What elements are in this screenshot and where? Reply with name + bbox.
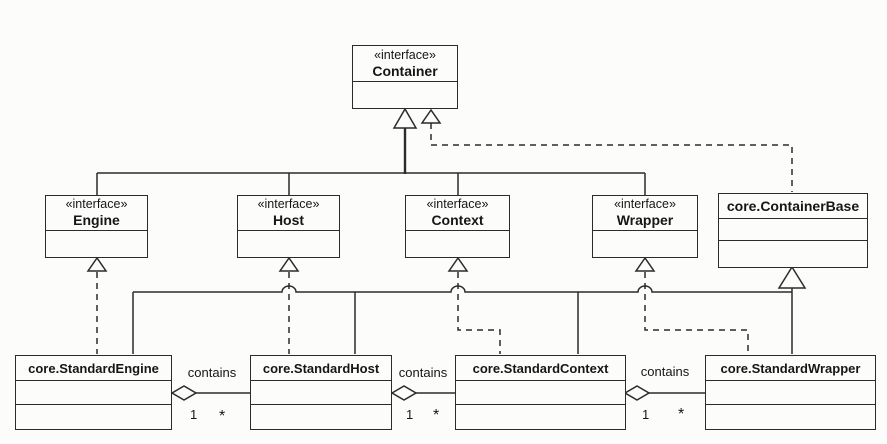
realization-containerbase-line xyxy=(430,123,793,192)
class-name: core.StandardEngine xyxy=(28,360,159,376)
generalization-interfaces-tree xyxy=(96,172,646,196)
multiplicity-target-2: * xyxy=(433,407,440,424)
operations-compartment xyxy=(251,404,391,429)
class-name: core.ContainerBase xyxy=(726,197,860,214)
class-name: core.StandardContext xyxy=(472,360,609,376)
operations-compartment xyxy=(719,240,867,267)
class-box-host: «interface» Host xyxy=(237,195,340,258)
class-header: core.StandardWrapper xyxy=(706,356,875,381)
attributes-compartment xyxy=(251,381,391,404)
multiplicity-target-1: * xyxy=(219,408,226,425)
attributes-compartment xyxy=(46,231,147,257)
generalization-arrow-container xyxy=(392,107,418,129)
attributes-compartment xyxy=(406,231,509,257)
class-header: «interface» Wrapper xyxy=(593,196,697,231)
operations-compartment xyxy=(706,404,875,429)
class-box-standardengine: core.StandardEngine xyxy=(15,355,172,430)
stereotype-label: «interface» xyxy=(374,47,436,62)
stereotype-label: «interface» xyxy=(426,197,489,211)
association-label-contains-3: contains xyxy=(640,364,690,379)
realization-arrow-host xyxy=(278,256,300,272)
class-name: Context xyxy=(431,212,484,228)
attributes-compartment xyxy=(593,231,697,257)
class-box-context: «interface» Context xyxy=(405,195,510,258)
multiplicity-source-3: 1 xyxy=(642,407,650,422)
aggregation-diamond-engine xyxy=(170,385,198,401)
attributes-compartment xyxy=(706,381,875,404)
class-box-standardcontext: core.StandardContext xyxy=(455,355,626,430)
multiplicity-source-2: 1 xyxy=(406,407,414,422)
class-name: Engine xyxy=(73,212,120,228)
attributes-compartment xyxy=(238,231,339,257)
association-label-contains-2: contains xyxy=(398,365,448,380)
class-header: «interface» Context xyxy=(406,196,509,231)
class-name: Host xyxy=(272,212,305,228)
generalization-containerbase-tree xyxy=(132,285,793,354)
multiplicity-target-3: * xyxy=(678,406,685,423)
class-header: «interface» Container xyxy=(353,46,457,82)
class-box-containerbase: core.ContainerBase xyxy=(718,193,868,268)
class-name: Wrapper xyxy=(616,212,674,228)
realization-arrow-container xyxy=(420,108,442,124)
attributes-compartment xyxy=(719,219,867,240)
class-name: core.StandardWrapper xyxy=(720,360,861,376)
attributes-compartment xyxy=(353,82,457,108)
aggregation-diamond-context xyxy=(623,385,651,401)
aggregation-diamond-host xyxy=(390,385,418,401)
realization-arrow-engine xyxy=(86,256,108,272)
class-box-standardhost: core.StandardHost xyxy=(250,355,392,430)
realization-standardcontext-line xyxy=(457,272,501,354)
stereotype-label: «interface» xyxy=(257,197,320,211)
attributes-compartment xyxy=(16,381,171,404)
attributes-compartment xyxy=(456,381,625,404)
class-header: core.StandardEngine xyxy=(16,356,171,381)
class-header: «interface» Engine xyxy=(46,196,147,231)
class-header: core.ContainerBase xyxy=(719,194,867,219)
class-box-wrapper: «interface» Wrapper xyxy=(592,195,698,258)
class-header: core.StandardHost xyxy=(251,356,391,381)
class-box-container: «interface» Container xyxy=(352,45,458,109)
class-box-standardwrapper: core.StandardWrapper xyxy=(705,355,876,430)
class-header: core.StandardContext xyxy=(456,356,625,381)
class-header: «interface» Host xyxy=(238,196,339,231)
class-name: core.StandardHost xyxy=(262,360,380,376)
operations-compartment xyxy=(456,404,625,429)
class-name: Container xyxy=(372,62,438,79)
generalization-arrow-containerbase xyxy=(777,265,807,289)
operations-compartment xyxy=(16,404,171,429)
stereotype-label: «interface» xyxy=(614,197,676,211)
association-label-contains-1: contains xyxy=(187,365,237,380)
multiplicity-source-1: 1 xyxy=(190,407,198,422)
class-box-engine: «interface» Engine xyxy=(45,195,148,258)
realization-standardwrapper-line xyxy=(644,272,749,354)
realization-arrow-context xyxy=(447,256,469,272)
stereotype-label: «interface» xyxy=(65,197,128,211)
realization-arrow-wrapper xyxy=(634,256,656,272)
